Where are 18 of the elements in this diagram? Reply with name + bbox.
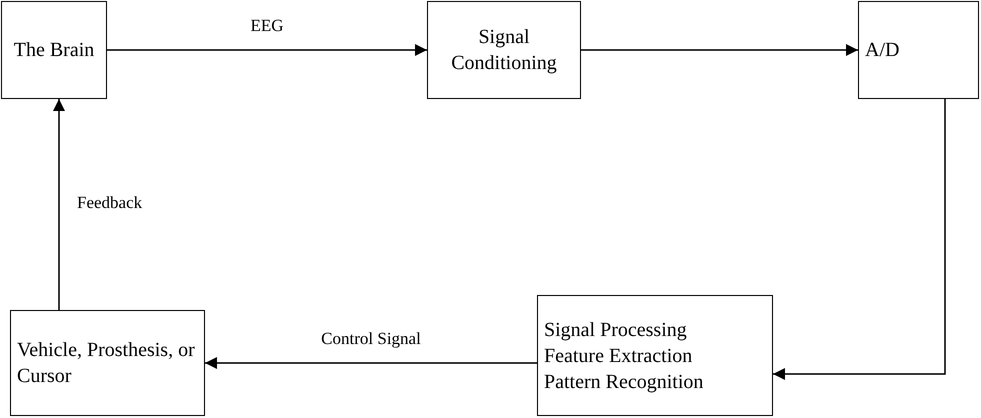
process-box <box>858 1 979 99</box>
node-text: Signal Processing <box>544 318 687 342</box>
node-text: A/D <box>865 38 900 63</box>
arrow <box>53 99 65 310</box>
arrow <box>581 44 858 56</box>
node-text: Pattern Recognition <box>544 370 704 394</box>
edge-label: Control Signal <box>319 329 423 349</box>
arrow <box>773 99 946 380</box>
process-box <box>10 310 205 416</box>
process-box <box>1 1 107 99</box>
process-box <box>427 1 581 99</box>
process-box <box>537 295 773 416</box>
arrow <box>205 357 537 369</box>
node-text: Signal Conditioning <box>450 25 558 76</box>
node-text: Feature Extraction <box>544 344 692 368</box>
node-text: The Brain <box>14 38 94 63</box>
arrow <box>107 44 427 56</box>
node-text: Vehicle, Prosthesis, or Cursor <box>17 338 196 389</box>
